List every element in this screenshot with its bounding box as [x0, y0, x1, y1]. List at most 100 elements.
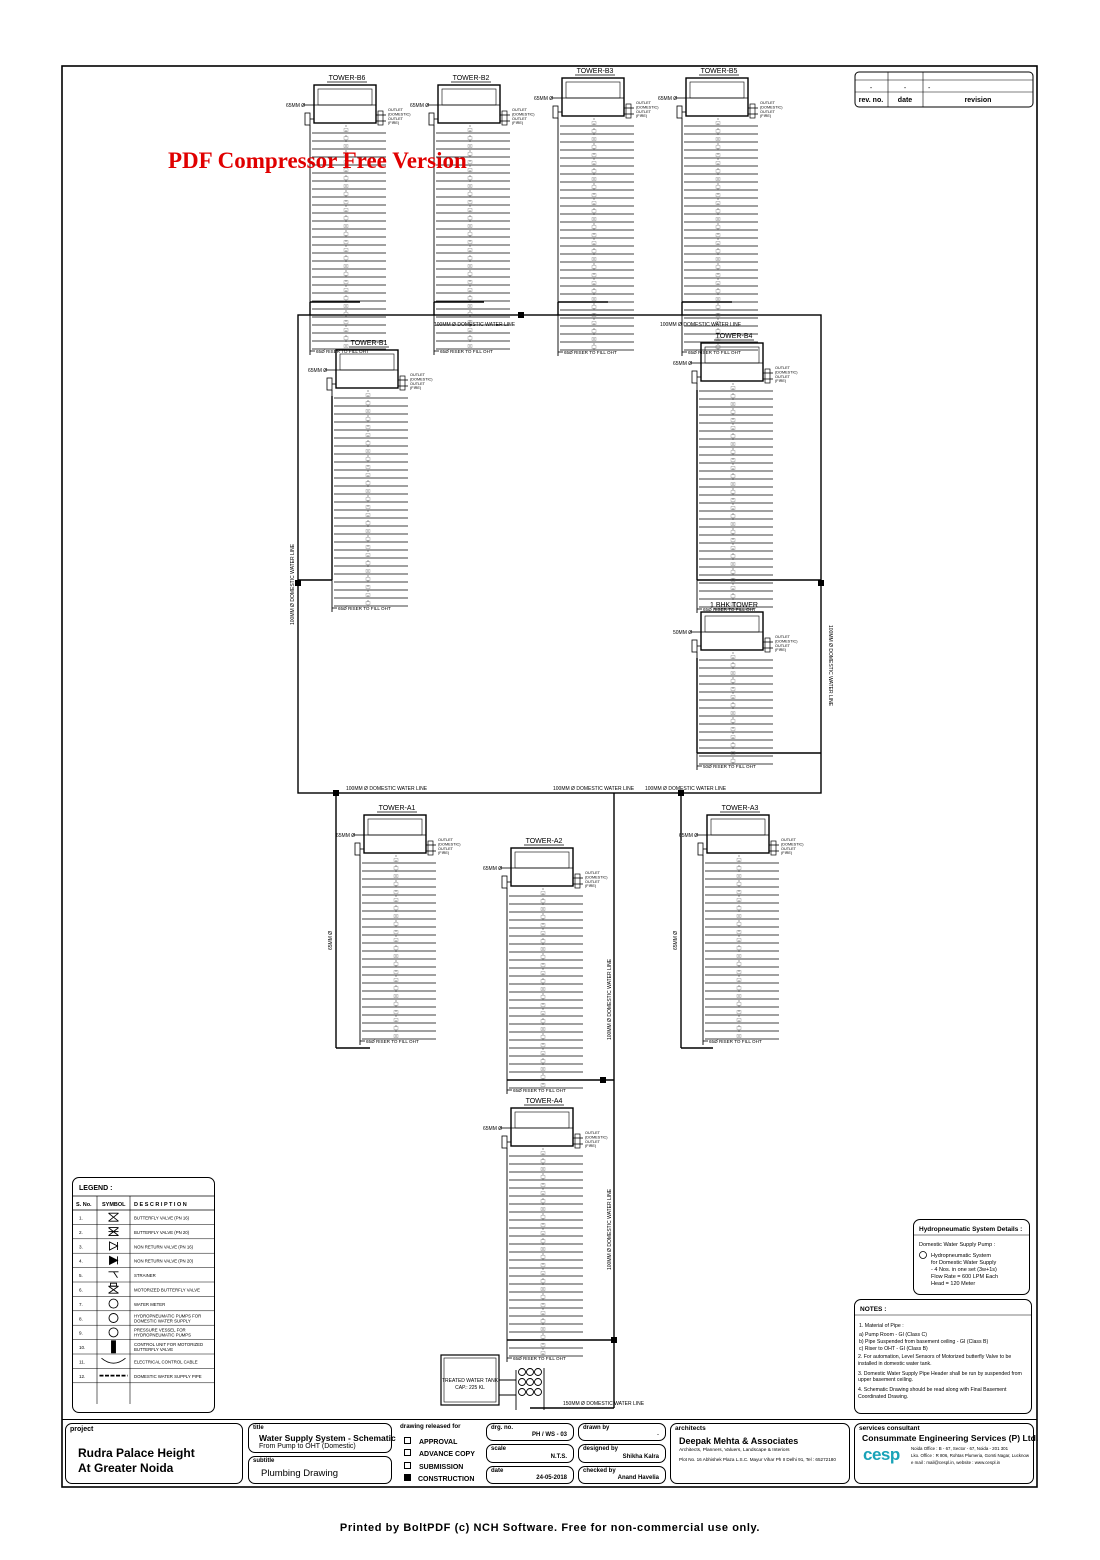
- notes-title: NOTES :: [860, 1306, 886, 1313]
- floor-tag: [393, 930, 399, 934]
- floor-tag: [730, 482, 736, 486]
- outlet-valve-icon: [574, 1133, 581, 1149]
- floor-tag: [393, 898, 399, 902]
- floor-tag: [365, 569, 371, 573]
- floor-tag: [591, 185, 597, 189]
- floor-tag: [540, 1151, 546, 1155]
- note-1a: a) Pump Room - GI (Class C): [859, 1332, 927, 1338]
- drg-no: PH / WS - 03: [531, 1432, 567, 1438]
- inlet-valve-icon: [697, 842, 704, 856]
- floor-tag: [393, 1034, 399, 1038]
- legend-symbol-shape: [108, 1285, 119, 1294]
- print-footer: Printed by BoltPDF (c) NCH Software. Fre…: [339, 1522, 761, 1534]
- outlet-label: (FIRE): [438, 851, 450, 855]
- floor-tag: [540, 1351, 546, 1355]
- notes-svg: NOTES : 1. Material of Pipe : a) Pump Ro…: [855, 1306, 1031, 1400]
- oht-tank-inner: [367, 818, 423, 836]
- legend-row-desc-cont: HYDROPNEUMATIC PUMPS: [134, 1333, 191, 1338]
- tower-name: TOWER-A3: [722, 805, 759, 812]
- release-submission: SUBMISSION: [404, 1462, 463, 1471]
- designed-box: designed by Shikha Kalra: [578, 1444, 666, 1463]
- legend-row-desc: MOTORIZED BUTTERFLY VALVE: [134, 1288, 200, 1293]
- pipe-label-vertical-left: 100MM Ø DOMESTIC WATER LINE: [290, 543, 296, 625]
- floor-tag: [730, 402, 736, 406]
- floor-tag: [730, 530, 736, 534]
- floor-tag: [343, 152, 349, 156]
- scale-value: N.T.S.: [550, 1454, 567, 1460]
- legend-rows: 1.BUTTERFLY VALVE (PN 16)2.BUTTERFLY VAL…: [73, 1212, 214, 1384]
- pump-size-label: 65MM Ø: [286, 103, 305, 109]
- release-construction: CONSTRUCTION: [404, 1474, 474, 1483]
- title-label: title: [253, 1425, 264, 1431]
- release-submission-label: SUBMISSION: [419, 1464, 464, 1471]
- outlet-valve-icon: [501, 110, 508, 126]
- floor-tag: [467, 184, 473, 188]
- outlet-valve-icon: [770, 840, 777, 856]
- floor-tag: [730, 546, 736, 550]
- floor-tag: [591, 265, 597, 269]
- floor-tag: [343, 200, 349, 204]
- floor-tag: [730, 735, 736, 739]
- floor-tag: [467, 192, 473, 196]
- pump-size-label: 65MM Ø: [483, 866, 502, 872]
- floor-tag: [591, 177, 597, 181]
- floor-tag: [343, 144, 349, 148]
- floor-tag: [736, 986, 742, 990]
- floor-tag: [393, 906, 399, 910]
- title-line-2: From Pump to OHT (Domestic): [259, 1443, 356, 1450]
- legend-row-desc: WATER METER: [134, 1302, 165, 1307]
- floor-tag: [365, 553, 371, 557]
- floor-tag: [467, 176, 473, 180]
- floor-tag: [365, 513, 371, 517]
- floor-tag: [715, 145, 721, 149]
- floor-tag: [540, 1343, 546, 1347]
- oht-tank: [437, 84, 501, 124]
- rev-header-date: date: [898, 97, 913, 104]
- pipe-label-vertical-a3: 65MM Ø: [673, 931, 679, 950]
- inlet-valve-icon: [354, 842, 361, 856]
- floor-tag: [365, 425, 371, 429]
- floor-tag: [591, 273, 597, 277]
- floor-tag: [365, 457, 371, 461]
- floor-tag: [343, 160, 349, 164]
- outlet-label: OUTLET: [388, 108, 404, 112]
- floor-tag: [736, 1026, 742, 1030]
- legend-row-no: 10.: [79, 1345, 85, 1350]
- floor-tag: [730, 466, 736, 470]
- release-advance-label: ADVANCE COPY: [419, 1451, 475, 1458]
- outlet-label: OUTLET: [775, 375, 791, 379]
- rev-dash-1: -: [870, 85, 873, 92]
- floor-tag: [540, 923, 546, 927]
- floor-tag: [467, 280, 473, 284]
- outlet-label: OUTLET: [775, 635, 791, 639]
- riser-label: 65Ø RISER TO FILL OHT: [709, 1039, 762, 1044]
- floor-tag: [393, 986, 399, 990]
- floor-tag: [343, 136, 349, 140]
- checked-box: checked by Anand Havelia: [578, 1466, 666, 1484]
- floor-tag: [467, 272, 473, 276]
- floor-tag: [540, 1279, 546, 1283]
- legend-row: 3.NON RETURN VALVE (PN 16): [73, 1241, 214, 1254]
- floor-tag: [540, 1051, 546, 1055]
- floor-tag: [736, 922, 742, 926]
- floor-tag: [730, 410, 736, 414]
- pipe-label-bottom-mid: 100MM Ø DOMESTIC WATER LINE: [553, 786, 635, 792]
- drawn-value: -: [657, 1432, 659, 1438]
- legend-symbol-icon: [111, 1340, 116, 1354]
- floor-tag: [393, 954, 399, 958]
- consultant-name: Consummate Engineering Services (P) Ltd.: [862, 1433, 1039, 1443]
- oht-tank-inner: [689, 81, 745, 99]
- outlet-label: OUTLET: [512, 117, 528, 121]
- floor-tag: [393, 890, 399, 894]
- inlet-valve-icon: [691, 370, 698, 384]
- tower-name: TOWER-B3: [577, 68, 614, 75]
- pump-size-label: 50MM Ø: [673, 630, 692, 636]
- floor-tag: [343, 296, 349, 300]
- tower-name: TOWER-B1: [351, 340, 388, 347]
- pump-size-label: 65MM Ø: [673, 361, 692, 367]
- floor-tag: [715, 137, 721, 141]
